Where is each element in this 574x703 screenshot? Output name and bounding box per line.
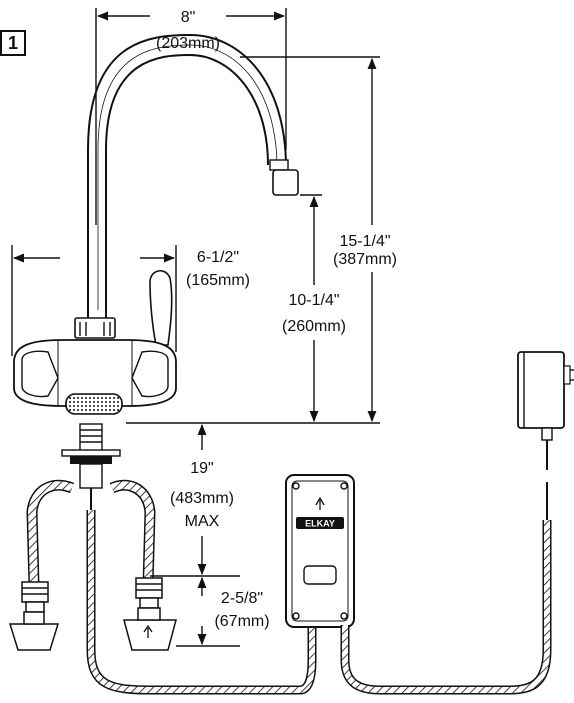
hose-length-imperial: 19" [190,460,213,477]
body-width-imperial: 6-1/2" [197,249,239,266]
mixing-valve-right [123,577,177,651]
overall-height-imperial: 15-1/4" [339,233,390,250]
hose-length-metric: (483mm) [170,490,234,507]
overall-height-metric: (387mm) [333,251,397,268]
lever-handle [149,270,173,346]
figure-number-badge: 1 [0,30,26,56]
flow-arrow-icon [143,624,153,638]
hose-length-note: MAX [185,513,220,530]
mixing-valve-left [8,581,60,651]
spout-height-metric: (260mm) [282,318,346,335]
faucet-body [13,317,177,415]
spout-reach-imperial: 8" [181,9,196,26]
body-width-metric: (165mm) [186,272,250,289]
brand-label: ELKAY [305,519,335,529]
power-adapter [340,351,574,695]
control-box: ELKAY [285,474,355,628]
mounting-shank [61,423,121,510]
supply-hoses [26,479,317,695]
elkay-logo [296,517,344,529]
spout-reach-metric: (203mm) [156,35,220,52]
flow-arrow-icon [315,496,325,510]
faucet-gooseneck [87,33,299,318]
dimension-lines [11,8,380,647]
spout-height-imperial: 10-1/4" [288,292,339,309]
figure-number: 1 [7,32,18,53]
valve-height-metric: (67mm) [214,613,269,630]
valve-height-imperial: 2-5/8" [221,590,263,607]
